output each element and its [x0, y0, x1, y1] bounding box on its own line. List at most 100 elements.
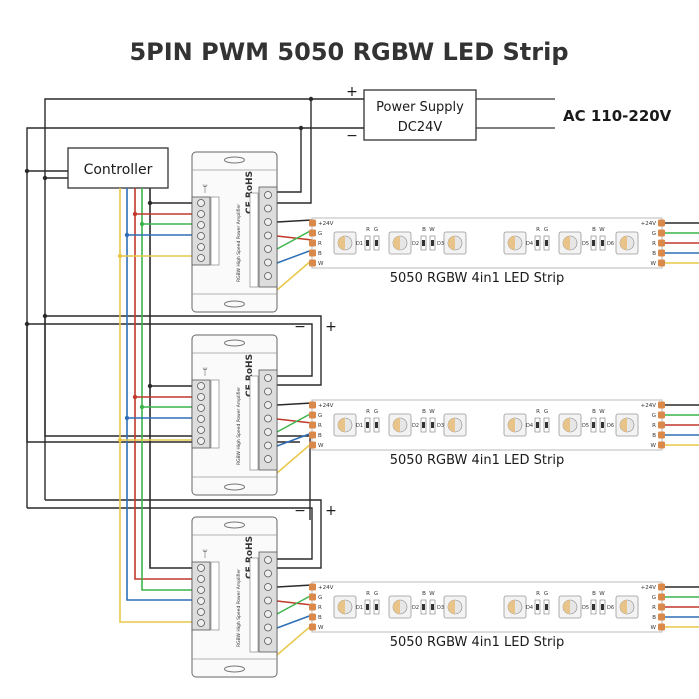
terminal-screw — [197, 564, 205, 572]
pad-label: B — [652, 433, 656, 439]
resistor-label: G — [544, 591, 548, 597]
pad-label: G — [318, 413, 322, 419]
terminal-screw — [264, 623, 272, 632]
resistor-band — [431, 604, 434, 610]
model-text: RGBW High Speed Power Amplifier — [236, 569, 242, 647]
resistor-band — [375, 240, 378, 246]
resistor-band — [375, 604, 378, 610]
led-chip — [558, 595, 582, 619]
pad-label: G — [318, 595, 322, 601]
led-phosphor — [620, 236, 627, 250]
led-phosphor — [448, 600, 455, 614]
led-phosphor — [563, 600, 570, 614]
terminal-screw — [197, 608, 205, 616]
pad-label: B — [652, 615, 656, 621]
diode-label: D5 — [582, 241, 589, 247]
led-chip — [388, 413, 412, 437]
pad-label: W — [651, 443, 657, 449]
diode-label: D5 — [582, 605, 589, 611]
mount-slot-top — [224, 521, 245, 529]
led-phosphor — [448, 236, 455, 250]
terminal-screw — [264, 556, 272, 564]
terminal-screw — [197, 415, 205, 423]
led-chip — [443, 231, 467, 255]
black-output-wire — [276, 584, 313, 588]
led-chip — [503, 595, 527, 619]
resistor-label: R — [536, 227, 540, 233]
red-output-wire — [276, 235, 313, 241]
pad-label: +24V — [641, 221, 657, 227]
solder-pad — [309, 229, 316, 237]
red-signal-junction — [132, 211, 138, 217]
diode-label: D6 — [607, 605, 614, 611]
pad-label: +24V — [318, 221, 334, 227]
terminal-screw — [264, 596, 272, 605]
amp3-pos-wire — [45, 499, 322, 569]
negative-bus-wire — [26, 127, 364, 443]
solder-pad — [658, 249, 665, 257]
solder-pad — [658, 219, 665, 227]
resistor-label: G — [374, 591, 378, 597]
resistor-band — [601, 240, 604, 246]
led-chip — [388, 595, 412, 619]
pad-label: B — [652, 251, 656, 257]
black-signal-junction — [147, 200, 153, 206]
pad-label: G — [652, 413, 656, 419]
pad-label: W — [651, 625, 657, 631]
led-phosphor — [563, 418, 570, 432]
resistor-label: B — [422, 591, 426, 597]
yellow-output-wire — [276, 624, 313, 656]
led-chip — [443, 413, 467, 437]
solder-pad — [658, 623, 665, 631]
terminal-screw — [264, 218, 272, 226]
mount-slot-bottom — [224, 300, 245, 308]
cert-text: CE RoHS — [245, 171, 255, 214]
mount-slot-top — [224, 339, 245, 347]
resistor-band — [375, 422, 378, 428]
terminal-screw — [197, 586, 205, 594]
led-phosphor — [508, 600, 515, 614]
resistor-band — [536, 422, 539, 428]
resistor-label: W — [429, 409, 435, 415]
pad-label: B — [318, 251, 322, 257]
cert-labels: CE RoHS — [245, 171, 255, 214]
solder-pad — [658, 441, 665, 449]
solder-pad — [658, 603, 665, 611]
input-pin-labels — [210, 379, 220, 449]
resistor-band — [366, 422, 369, 428]
led-phosphor — [508, 236, 515, 250]
led-chip — [503, 413, 527, 437]
yellow-output-wire — [276, 259, 313, 291]
resistor-band — [431, 422, 434, 428]
black-output-wire — [276, 219, 313, 223]
pad-label: W — [651, 261, 657, 267]
terminal-screw — [264, 204, 272, 213]
input-terminal-block — [191, 561, 211, 631]
solder-pad — [309, 421, 316, 429]
green-output-wire — [276, 412, 313, 433]
resistor-band — [545, 240, 548, 246]
terminal-screw — [264, 272, 272, 280]
resistor-label: G — [544, 409, 548, 415]
resistor-band — [536, 240, 539, 246]
led-chip — [443, 595, 467, 619]
diode-label: D1 — [356, 423, 363, 429]
terminal-screw — [197, 243, 205, 251]
terminal-screw — [264, 441, 272, 450]
junction-dot — [24, 168, 30, 174]
blue-output-wire — [276, 249, 313, 264]
diode-label: D6 — [607, 423, 614, 429]
terminal-screw — [197, 437, 205, 445]
black-output-wire — [276, 402, 313, 406]
led-chip — [558, 413, 582, 437]
